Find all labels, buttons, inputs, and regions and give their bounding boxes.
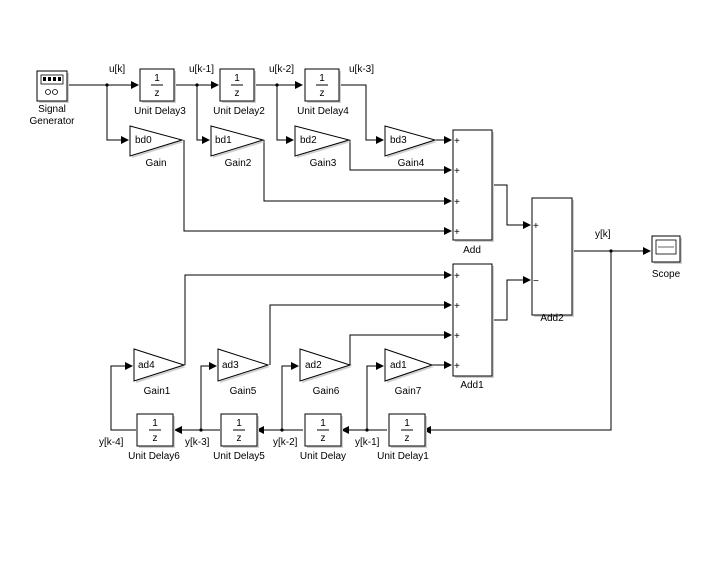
gain7-label: Gain7 [395,386,422,397]
gain3-label: Gain3 [310,158,337,169]
unit-delay2-label: Unit Delay2 [213,106,265,117]
unit-delay1-label: Unit Delay1 [377,451,429,462]
gain6-label: Gain6 [313,386,340,397]
unit-delay-label: Unit Delay [300,451,346,462]
signal-label-uk3: u[k-3] [349,64,374,75]
signal-label-uk1: u[k-1] [189,64,214,75]
unit-delay1-block[interactable]: 1 z Unit Delay1 [377,413,429,462]
add-plus-3: + [454,197,460,208]
gain3-block[interactable]: bd2 Gain3 [294,125,351,169]
unit-delay2-num: 1 [234,73,240,84]
unit-delay2-block[interactable]: 1 z Unit Delay2 [213,68,265,117]
add1-plus-3: + [454,331,460,342]
add1-block[interactable]: + + + + Add1 [452,263,494,391]
add-block[interactable]: + + + + Add [452,129,494,256]
unit-delay-num: 1 [320,418,326,429]
add2-block[interactable]: + − Add2 [531,197,574,324]
unit-delay4-label: Unit Delay4 [297,106,349,117]
signal-label-uk: u[k] [109,64,125,75]
unit-delay-block[interactable]: 1 z Unit Delay [300,413,346,462]
gain6-block[interactable]: ad2 Gain6 [299,348,352,397]
gain5-label: Gain5 [230,386,257,397]
gain1-value: ad4 [138,360,155,371]
unit-delay6-num: 1 [152,418,158,429]
gain4-block[interactable]: bd3 Gain4 [384,125,437,169]
gain-value: bd0 [135,135,152,146]
unit-delay2-den: z [235,88,240,99]
branch-points [105,83,613,432]
signal-generator-label-2: Generator [29,116,75,127]
signal-label-uk2: u[k-2] [269,64,294,75]
add1-plus-1: + [454,271,460,282]
gain7-block[interactable]: ad1 Gain7 [384,348,434,397]
unit-delay1-den: z [405,433,410,444]
add1-plus-2: + [454,301,460,312]
signal-label-yk2: y[k-2] [273,437,298,448]
add2-minus: − [533,276,539,287]
unit-delay4-num: 1 [319,73,325,84]
unit-delay6-block[interactable]: 1 z Unit Delay6 [128,413,180,462]
wires-feedback [110,251,612,434]
unit-delay1-num: 1 [404,418,410,429]
signal-generator-label-1: Signal [38,104,66,115]
unit-delay3-label: Unit Delay3 [134,106,186,117]
signal-label-yk: y[k] [595,229,611,240]
unit-delay-den: z [321,433,326,444]
gain2-label: Gain2 [225,158,252,169]
gain5-value: ad3 [222,360,239,371]
unit-delay3-num: 1 [154,73,160,84]
unit-delay5-label: Unit Delay5 [213,451,265,462]
signal-label-yk4: y[k-4] [99,437,124,448]
signal-generator-block[interactable]: Signal Generator [29,70,75,127]
gain1-block[interactable]: ad4 Gain1 [133,348,186,397]
add2-label: Add2 [540,313,564,324]
gain2-value: bd1 [215,135,232,146]
add2-plus: + [533,221,539,232]
gain7-value: ad1 [390,360,407,371]
gain-block[interactable]: bd0 Gain [129,125,184,169]
add1-plus-4: + [454,361,460,372]
gain4-label: Gain4 [398,158,425,169]
gain4-value: bd3 [390,135,407,146]
scope-label: Scope [652,269,681,280]
unit-delay5-den: z [237,433,242,444]
unit-delay5-num: 1 [236,418,242,429]
add-label: Add [463,245,481,256]
add1-label: Add1 [460,380,484,391]
gain2-block[interactable]: bd1 Gain2 [210,125,265,169]
gain-label: Gain [145,158,166,169]
unit-delay3-block[interactable]: 1 z Unit Delay3 [134,68,186,117]
add-plus-1: + [454,136,460,147]
unit-delay6-den: z [153,433,158,444]
gain3-value: bd2 [300,135,317,146]
unit-delay6-label: Unit Delay6 [128,451,180,462]
signal-label-yk3: y[k-3] [185,437,210,448]
gain5-block[interactable]: ad3 Gain5 [217,348,270,397]
signal-labels: u[k] u[k-1] u[k-2] u[k-3] y[k] y[k-1] y[… [99,64,611,448]
signal-label-yk1: y[k-1] [355,437,380,448]
scope-block[interactable]: Scope [651,235,682,280]
add-plus-2: + [454,166,460,177]
gain1-label: Gain1 [144,386,171,397]
unit-delay4-block[interactable]: 1 z Unit Delay4 [297,68,349,117]
add-plus-4: + [454,227,460,238]
unit-delay3-den: z [155,88,160,99]
unit-delay5-block[interactable]: 1 z Unit Delay5 [213,413,265,462]
unit-delay4-den: z [320,88,325,99]
gain6-value: ad2 [305,360,322,371]
